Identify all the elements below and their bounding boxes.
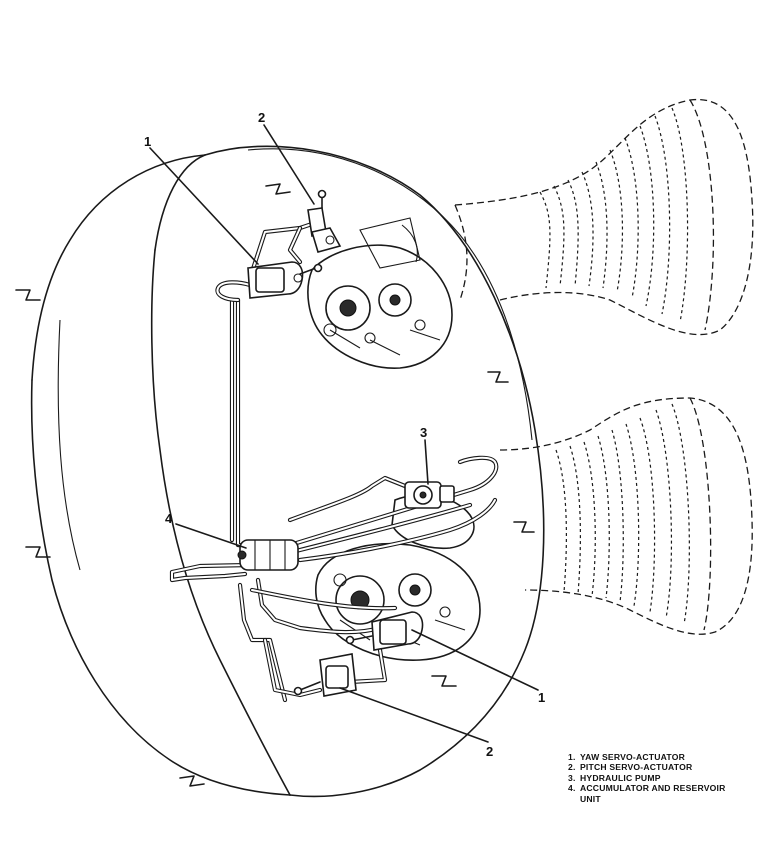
legend-number	[568, 794, 580, 804]
legend-item: 1. YAW SERVO-ACTUATOR	[568, 752, 726, 762]
legend-text: PITCH SERVO-ACTUATOR	[580, 762, 693, 773]
aft-skirt-outer-shell	[30, 154, 291, 796]
upper-turbopump-assembly	[307, 217, 453, 369]
legend-number: 4.	[568, 783, 576, 794]
callout-2-pitch-top: 2	[258, 110, 265, 125]
legend-number: 3.	[568, 772, 576, 783]
hydraulic-lines	[169, 219, 499, 703]
accumulator-reservoir-unit	[237, 539, 299, 571]
callout-2-pitch-bottom: 2	[486, 744, 493, 759]
yaw-servo-actuator-upper	[247, 261, 323, 299]
legend-item: UNIT	[568, 794, 726, 804]
callout-1-yaw-bottom: 1	[538, 690, 545, 705]
pitch-servo-actuator-lower	[293, 653, 357, 697]
legend-text: UNIT	[580, 793, 601, 804]
parts-legend: 1. YAW SERVO-ACTUATOR 2. PITCH SERVO-ACTUA…	[568, 752, 726, 804]
hydraulic-pump	[404, 481, 455, 509]
yaw-servo-actuator-lower	[345, 611, 424, 651]
legend-item: 2. PITCH SERVO-ACTUATOR	[568, 762, 726, 772]
callout-1-yaw-top: 1	[144, 134, 151, 149]
pitch-servo-actuator-upper	[307, 189, 342, 253]
legend-item: 3. HYDRAULIC PUMP	[568, 773, 726, 783]
callout-4-accumulator: 4	[165, 511, 173, 526]
heat-shield-outer-ring	[150, 145, 545, 798]
legend-text: ACCUMULATOR AND RESERVOIR	[580, 783, 726, 794]
callout-3-pump: 3	[420, 425, 427, 440]
legend-text: YAW SERVO-ACTUATOR	[580, 752, 685, 762]
skirt-break-marks	[15, 183, 535, 787]
lower-engine-nozzle	[499, 397, 753, 635]
upper-engine-nozzle	[454, 98, 754, 336]
legend-number: 2.	[568, 762, 576, 773]
legend-number: 1.	[568, 752, 576, 762]
callout-leaders	[149, 124, 539, 743]
legend-item: 4. ACCUMULATOR AND RESERVOIR	[568, 783, 726, 793]
legend-text: HYDRAULIC PUMP	[580, 772, 661, 783]
